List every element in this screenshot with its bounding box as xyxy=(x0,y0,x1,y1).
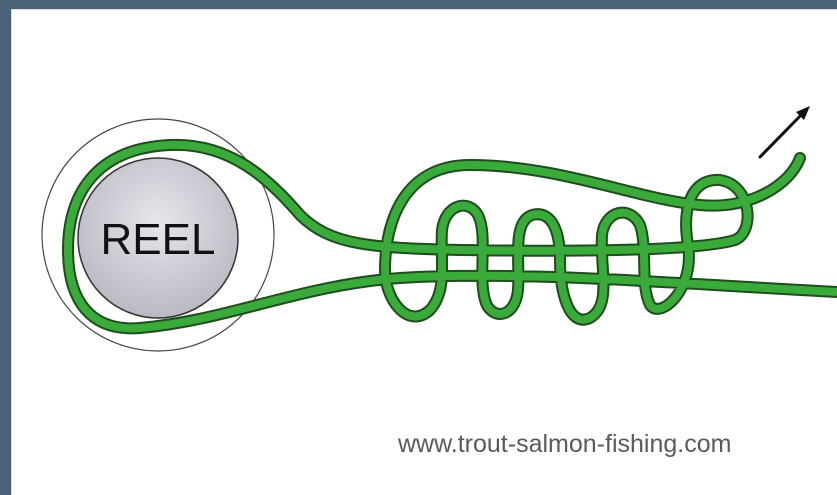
reel-disc xyxy=(77,157,239,319)
line-fill xyxy=(64,140,837,333)
frame-border-left xyxy=(0,0,11,495)
reel-label: REEL xyxy=(101,215,216,264)
fishing-line xyxy=(62,138,837,335)
pull-arrow-icon xyxy=(758,106,810,159)
spool-outer-circle xyxy=(41,118,275,352)
frame-border-top xyxy=(0,0,837,9)
site-watermark: www.trout-salmon-fishing.com xyxy=(398,430,732,458)
